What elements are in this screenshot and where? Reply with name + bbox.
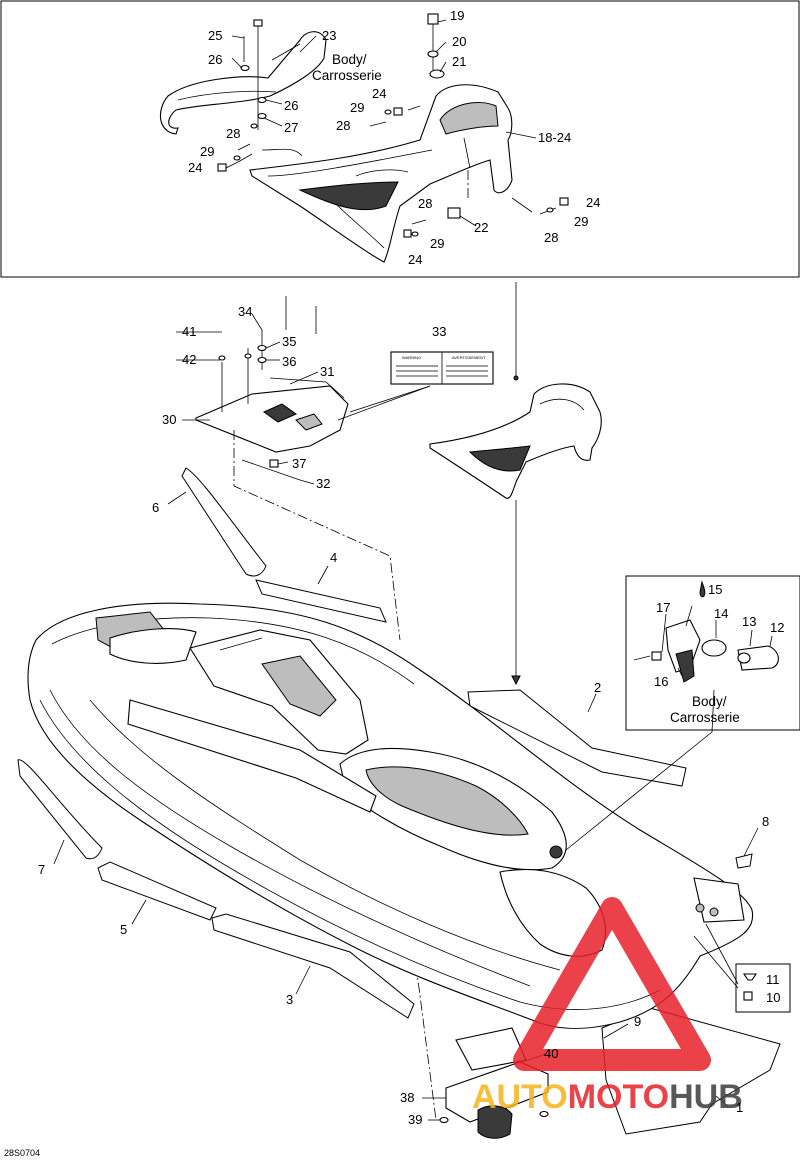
small-body-cover	[429, 383, 602, 499]
callout-33: 33	[432, 324, 446, 339]
callout-25: 25	[208, 28, 222, 43]
warning-sticker: WARNING AVERTISSEMENT	[337, 351, 494, 421]
pad-2	[467, 689, 687, 787]
callout-22: 22	[474, 220, 488, 235]
pad-3	[211, 913, 415, 1019]
pad-8	[735, 853, 753, 869]
body-label-inset-line1: Body/	[692, 694, 727, 709]
callout-30: 30	[162, 412, 176, 427]
callout-20: 20	[452, 34, 466, 49]
callout-40: 40	[544, 1046, 558, 1061]
callout-3: 3	[286, 992, 293, 1007]
figure-code: 28S0704	[4, 1148, 40, 1158]
watermark-logo: AUTOMOTOHUB	[472, 897, 743, 1116]
callout-29-left: 29	[200, 144, 214, 159]
callout-12: 12	[770, 620, 784, 635]
callout-38: 38	[400, 1090, 414, 1105]
callout-28-lower: 28	[418, 196, 432, 211]
callout-26-right: 26	[284, 98, 298, 113]
callout-28-right: 28	[544, 230, 558, 245]
callout-24-lower: 24	[408, 252, 422, 267]
callout-24-left: 24	[188, 160, 202, 175]
callout-23: 23	[322, 28, 336, 43]
callout-29-middle: 29	[350, 100, 364, 115]
warning-left-title: WARNING	[402, 355, 421, 360]
body-label-inset-line2: Carrosserie	[670, 710, 740, 725]
latch-assembly	[565, 580, 779, 851]
callout-35: 35	[282, 334, 296, 349]
callout-17: 17	[656, 600, 670, 615]
callout-27: 27	[284, 120, 298, 135]
body-label-top-line1: Body/	[332, 52, 367, 67]
callout-41: 41	[182, 324, 196, 339]
callout-11: 11	[766, 972, 780, 987]
callout-24-right: 24	[586, 195, 600, 210]
callout-42: 42	[182, 352, 196, 367]
callout-8: 8	[762, 814, 769, 829]
pad-7	[17, 759, 103, 860]
warning-right-title: AVERTISSEMENT	[452, 355, 486, 360]
callout-19: 19	[450, 8, 464, 23]
callout-28-middle: 28	[336, 118, 350, 133]
callout-7: 7	[38, 862, 45, 877]
callout-34: 34	[238, 304, 252, 319]
pad-6	[181, 467, 267, 577]
watermark-text: AUTOMOTOHUB	[472, 1078, 743, 1116]
leader-lines	[53, 19, 773, 1121]
callout-14: 14	[714, 606, 728, 621]
callout-labels: 1 2 3 4 5 6 7 8 9 10 11 12 13 14 15 16 1…	[4, 8, 784, 1158]
callout-18-24: 18-24	[538, 130, 571, 145]
callout-15: 15	[708, 582, 722, 597]
top-assembly-frame	[0, 0, 800, 278]
callout-21: 21	[452, 54, 466, 69]
callout-26-left: 26	[208, 52, 222, 67]
watermark-triangle	[513, 897, 711, 1071]
screw-inset-frame	[735, 963, 791, 1013]
callout-13: 13	[742, 614, 756, 629]
callout-4: 4	[330, 550, 337, 565]
callout-39: 39	[408, 1112, 422, 1127]
callout-37: 37	[292, 456, 306, 471]
callout-9: 9	[634, 1014, 641, 1029]
callout-28-left: 28	[226, 126, 240, 141]
callout-1: 1	[736, 1100, 743, 1115]
callout-36: 36	[282, 354, 296, 369]
callout-29-right: 29	[574, 214, 588, 229]
callout-24-middle: 24	[372, 86, 386, 101]
body-label-top-line2: Carrosserie	[312, 68, 382, 83]
callout-5: 5	[120, 922, 127, 937]
pad-5	[97, 861, 217, 921]
callout-10: 10	[766, 990, 780, 1005]
main-body	[27, 602, 754, 1139]
callout-29-lower: 29	[430, 236, 444, 251]
callout-16: 16	[654, 674, 668, 689]
callout-6: 6	[152, 500, 159, 515]
pad-4	[255, 579, 387, 623]
callout-32: 32	[316, 476, 330, 491]
bracket-plate	[195, 296, 349, 481]
callout-31: 31	[320, 364, 334, 379]
top-assembly-parts	[159, 13, 569, 263]
latch-inset-frame	[625, 575, 800, 731]
callout-2: 2	[594, 680, 601, 695]
